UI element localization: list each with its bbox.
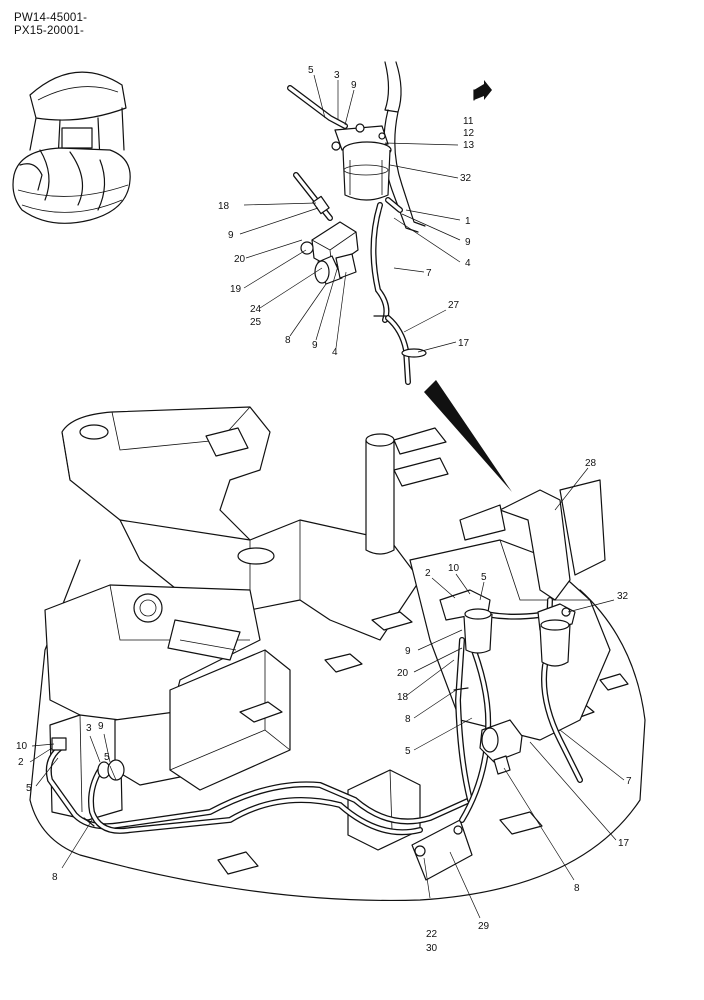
callout-11-detail: 11: [463, 116, 474, 127]
callout-10-main-a: 10: [448, 563, 460, 574]
main-view-components: [51, 589, 576, 827]
callout-8-detail: 8: [285, 335, 291, 346]
callout-12-detail: 12: [463, 128, 475, 139]
callout-10-main-b: 10: [16, 741, 28, 752]
model-code-line-2: PX15-20001-: [14, 25, 84, 37]
callout-5-main-d: 5: [104, 752, 110, 763]
callout-7-main: 7: [626, 776, 632, 787]
callout-17-detail: 17: [458, 338, 470, 349]
callout-27-detail: 27: [448, 300, 460, 311]
callout-19-detail: 19: [230, 284, 242, 295]
callout-30-main: 30: [426, 943, 438, 954]
callout-5-detail: 5: [308, 65, 314, 76]
callout-28-main: 28: [585, 458, 597, 469]
callout-9-detail-b: 9: [465, 237, 471, 248]
detail-pointer-wedge: [424, 380, 512, 492]
callout-3-detail: 3: [334, 70, 340, 81]
main-callout-labels: 28 2 10 5 32 9 20 18 8 5 7 17 8 29 22 30…: [16, 458, 632, 954]
callout-24-detail: 24: [250, 304, 262, 315]
callout-8-main-c: 8: [52, 872, 58, 883]
detail-view-fuel-filter: [287, 61, 492, 385]
model-code-line-1: PW14-45001-: [14, 12, 88, 24]
callout-20-detail: 20: [234, 254, 246, 265]
callout-4-detail-a: 4: [465, 258, 471, 269]
callout-2-main-b: 2: [18, 757, 24, 768]
callout-13-detail: 13: [463, 140, 475, 151]
callout-32-detail: 32: [460, 173, 472, 184]
callout-29-main: 29: [478, 921, 490, 932]
callout-25-detail: 25: [250, 317, 262, 328]
callout-9-main-a: 9: [405, 646, 411, 657]
callout-32-main: 32: [617, 591, 629, 602]
callout-5-main-a: 5: [481, 572, 487, 583]
callout-22-main: 22: [426, 929, 438, 940]
callout-20-main: 20: [397, 668, 409, 679]
detail-callout-labels: 5 3 9 11 12 13 32 1 9 4 7 18 9 20 19 24 …: [218, 65, 475, 358]
callout-7-detail: 7: [426, 268, 432, 279]
callout-3-main: 3: [86, 723, 92, 734]
callout-2-main-a: 2: [425, 568, 431, 579]
callout-4-detail-b: 4: [332, 347, 338, 358]
callout-18-detail: 18: [218, 201, 230, 212]
callout-9-detail-d: 9: [312, 340, 318, 351]
machine-locator-thumbnail: [12, 71, 131, 224]
callout-9-detail-a: 9: [351, 80, 357, 91]
callout-17-main: 17: [618, 838, 630, 849]
callout-18-main: 18: [397, 692, 409, 703]
callout-1-detail: 1: [465, 216, 471, 227]
callout-5-main-b: 5: [405, 746, 411, 757]
callout-9-main-b: 9: [98, 721, 104, 732]
callout-9-detail-c: 9: [228, 230, 234, 241]
callout-8-main-b: 8: [574, 883, 580, 894]
detail-leader-lines: [239, 74, 461, 353]
callout-5-main-c: 5: [26, 783, 32, 794]
main-view-fuel-hoses: [45, 597, 583, 836]
main-leader-lines: [29, 467, 625, 919]
callout-8-main-a: 8: [405, 714, 411, 725]
